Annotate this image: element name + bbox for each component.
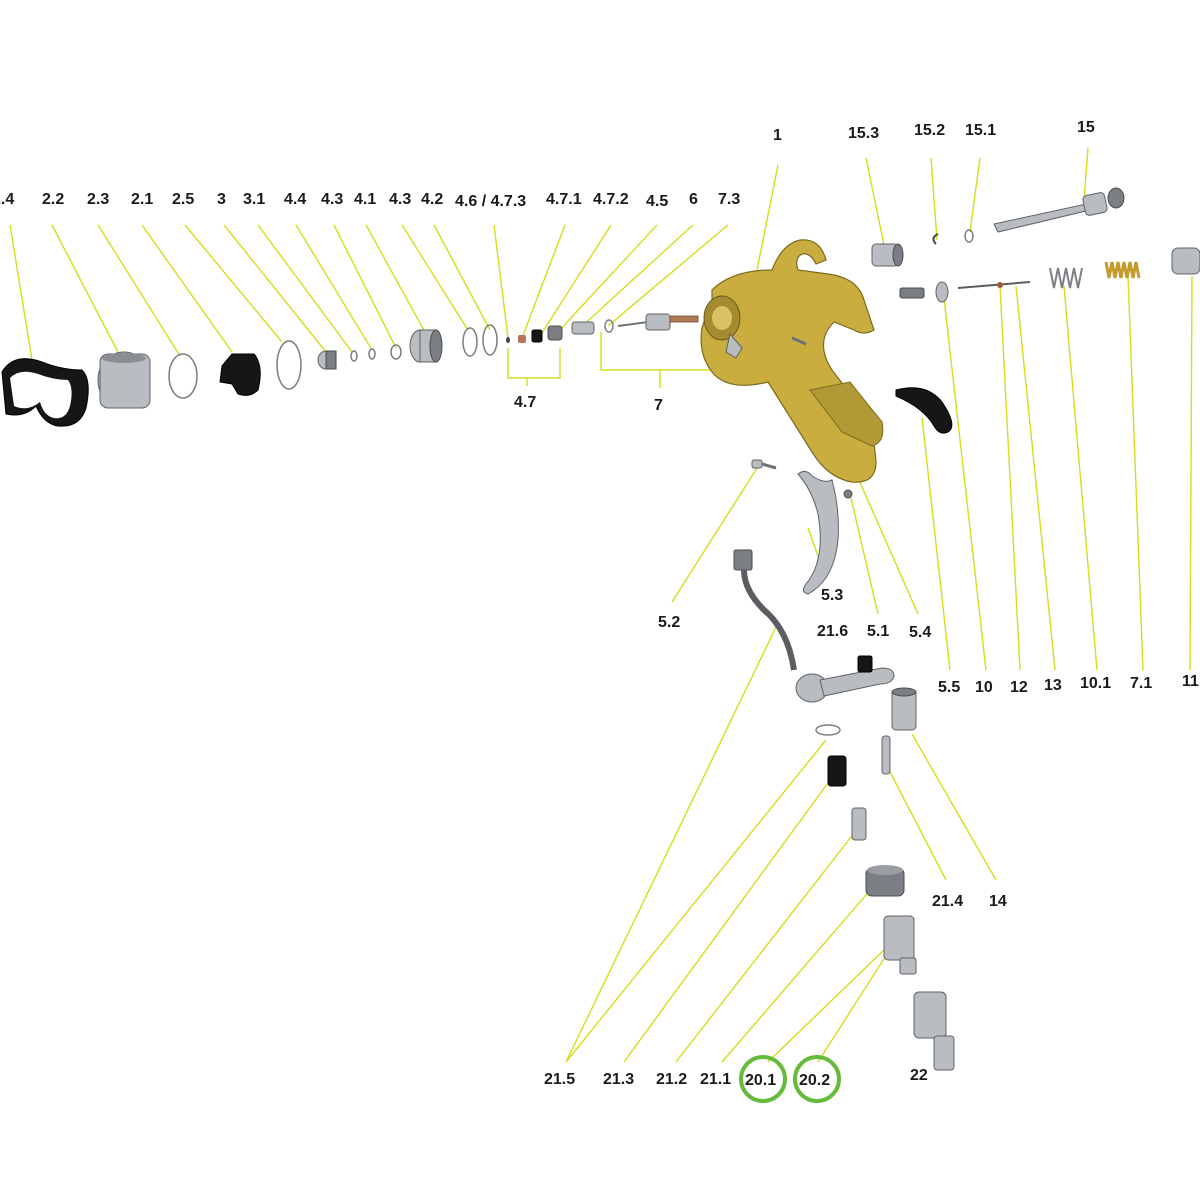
label-21-3: 21.3 [603,1071,634,1088]
part-1-gun-body [700,239,884,483]
part-21-5-ring [815,724,841,736]
label-21-2: 21.2 [656,1071,687,1088]
bracket-7 [600,332,713,388]
label-4-1: 4.1 [354,191,376,208]
label-4-5: 4.5 [646,193,668,210]
part-5-2-pin [751,459,777,470]
label-4-7-2: 4.7.2 [593,191,629,208]
label-20-2: 20.2 [799,1072,830,1089]
label-3: 3 [217,191,226,208]
part-5-3-trigger [797,470,839,595]
label-21-6: 21.6 [817,623,848,640]
bracket-4-7 [507,348,561,386]
label-2-4: 2.4 [0,191,14,208]
label-20-1: 20.1 [745,1072,776,1089]
label-4-6: 4.6 / 4.7.3 [455,193,526,210]
label-3-1: 3.1 [243,191,265,208]
part-2-4-guard [1,358,89,427]
part-5-4-pin [791,336,807,346]
part-22-adapter [913,991,955,1071]
label-10-1: 10.1 [1080,675,1111,692]
leader-lines [9,147,1193,1063]
part-4-5-bushing [547,325,563,341]
label-2-3: 2.3 [87,191,109,208]
part-5-5-trigger-pad [895,387,953,434]
label-21-5: 21.5 [544,1071,575,1088]
highlight-circle-20-2 [793,1055,841,1103]
label-21-4: 21.4 [932,893,963,910]
part-2-3-ring [168,353,198,399]
highlight-circle-20-1 [739,1055,787,1103]
part-7-needle [617,313,699,331]
label-2-1: 2.1 [131,191,153,208]
label-11: 11 [1182,673,1199,690]
label-4-3-b: 4.3 [389,191,411,208]
label-22: 22 [910,1067,928,1084]
part-2-1-aircap [219,353,261,396]
label-7-1: 7.1 [1130,675,1152,692]
part-7-3-ring [604,319,614,333]
label-4-7: 4.7 [514,394,536,411]
part-7-1-spring [1104,261,1141,279]
part-6-piece [571,321,595,335]
part-14-connector [891,687,917,731]
label-5-2: 5.2 [658,614,680,631]
label-7-3: 7.3 [718,191,740,208]
part-20-connector [883,915,917,975]
part-10-1-spring [1049,267,1083,289]
part-5-1-screw [843,489,853,499]
label-4-4: 4.4 [284,191,306,208]
label-6: 6 [689,191,698,208]
part-4-7-2-nut [531,329,543,343]
label-1: 1 [773,127,782,144]
part-15-2-clip [932,233,939,245]
part-4-7-1-seal [518,335,526,343]
part-12-rod [957,281,1031,289]
part-labels: 1 15.3 15.2 15.1 15 2.4 2.2 2.3 2.1 2.5 … [0,119,1199,1089]
label-21-1: 21.1 [700,1071,731,1088]
label-5-1: 5.1 [867,623,889,640]
part-4-3-ring-b [462,327,478,357]
part-2-2-nut [97,351,151,409]
part-3-nozzle [317,350,337,370]
label-4-7-1: 4.7.1 [546,191,582,208]
part-4-1-distributor [409,329,443,363]
part-15-spindle [993,187,1125,233]
label-12: 12 [1010,679,1028,696]
label-5-3: 5.3 [821,587,843,604]
label-10: 10 [975,679,993,696]
part-3-1-ring [350,350,358,362]
label-15-1: 15.1 [965,122,996,139]
part-15-1-ring [964,229,974,243]
label-13: 13 [1044,677,1062,694]
label-2-2: 2.2 [42,191,64,208]
part-15-3-connector [871,243,904,267]
label-14: 14 [989,893,1007,910]
part-11-cap [1171,247,1200,275]
part-4-2-ring [482,324,498,356]
label-15: 15 [1077,119,1095,136]
part-21-2-filter [851,807,867,841]
label-2-5: 2.5 [172,191,194,208]
part-21-6 [857,655,873,673]
part-4-6-small [506,337,510,343]
part-4-3-ring-a [390,344,402,360]
part-21-1-nut [865,865,905,897]
part-4-4-ring [368,348,376,360]
part-10-piston [899,281,949,303]
label-15-3: 15.3 [848,125,879,142]
label-15-2: 15.2 [914,122,945,139]
label-5-5: 5.5 [938,679,960,696]
part-fluid-tube [733,549,895,703]
part-21-3-sleeve [827,755,847,787]
label-4-2: 4.2 [421,191,443,208]
label-4-3-a: 4.3 [321,191,343,208]
part-2-5-ring [276,340,302,390]
label-5-4: 5.4 [909,624,931,641]
label-7: 7 [654,397,663,414]
part-21-4-pin [881,735,891,775]
